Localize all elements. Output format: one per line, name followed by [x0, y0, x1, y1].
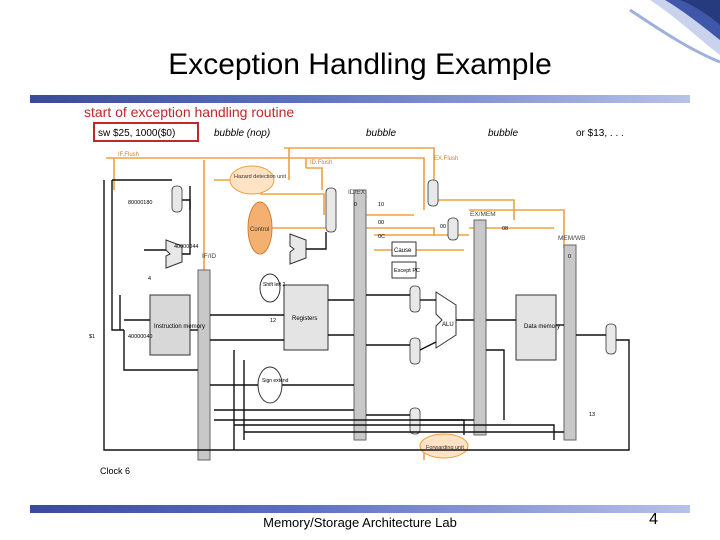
label-if-id: IF/ID — [202, 253, 216, 260]
alu — [436, 292, 456, 348]
value-four: 4 — [148, 276, 151, 282]
hazard-unit-label: Hazard detection unit — [234, 174, 286, 180]
shift-left-label: Shift left 2 — [263, 282, 285, 288]
label-id-flush: ID.Flush — [310, 160, 332, 166]
registers-label: Registers — [292, 316, 317, 322]
instr-memory-label: Instruction memory — [154, 324, 205, 330]
value-0c: 0C — [378, 234, 385, 240]
mux-reg-dst — [410, 408, 420, 434]
hazard-detection-unit — [230, 166, 274, 194]
mux-alu-a — [410, 286, 420, 312]
id-ex-register — [354, 190, 366, 440]
value-thirteen: 13 — [589, 412, 595, 418]
page-number: 4 — [649, 511, 658, 529]
value-00a: 00 — [378, 220, 384, 226]
slide-title: Exception Handling Example — [0, 48, 720, 82]
footer-rule — [30, 505, 690, 513]
pipeline-diagram: sw $25, 1000($0) bubble (nop) bubble bub… — [84, 120, 644, 486]
except-pc-label: Except PC — [394, 268, 420, 274]
value-exception-address: 80000180 — [128, 200, 152, 206]
stage-instr-5: or $13, . . . — [576, 128, 624, 139]
mux-ex-flush — [448, 218, 458, 240]
stage-instr-4: bubble — [488, 128, 518, 139]
label-ex-mem: EX/MEM — [470, 211, 496, 218]
stage-instr-2: bubble (nop) — [214, 128, 270, 139]
sign-extend-label: Sign extend — [262, 378, 289, 384]
data-memory-label: Data memory — [524, 324, 560, 330]
alu-label: ALU — [442, 322, 454, 328]
value-zero: 0 — [354, 202, 357, 208]
mem-wb-register — [564, 245, 576, 440]
label-mem-wb: MEM/WB — [558, 235, 585, 242]
label-ex-flush: EX.Flush — [434, 156, 458, 162]
mux-alu-b — [410, 338, 420, 364]
value-ten: 10 — [378, 202, 384, 208]
label-if-flush: IF.Flush — [118, 152, 139, 158]
ex-mem-register — [474, 220, 486, 435]
shift-left-unit — [260, 274, 280, 302]
value-08: 08 — [502, 226, 508, 232]
if-id-register — [198, 270, 210, 460]
mux-pc — [172, 186, 182, 212]
value-pc: 40000040 — [128, 334, 152, 340]
stage-instr-1: sw $25, 1000($0) — [98, 128, 175, 139]
footer-lab-name: Memory/Storage Architecture Lab — [0, 515, 720, 530]
value-twelve: 12 — [270, 318, 276, 324]
mux-ex-control — [428, 180, 438, 206]
value-reg: $1 — [89, 334, 95, 340]
stage-instr-3: bubble — [366, 128, 396, 139]
mux-writeback — [606, 324, 616, 354]
label-id-ex: ID/EX — [348, 189, 366, 196]
mux-control — [326, 188, 336, 232]
branch-adder — [290, 234, 306, 264]
value-zero-wb: 0 — [568, 254, 571, 260]
clock-label: Clock 6 — [100, 466, 130, 476]
value-pc-plus4: 40000044 — [174, 244, 198, 250]
slide-subtitle: start of exception handling routine — [84, 104, 294, 120]
control-label: Control — [250, 227, 269, 233]
cause-label: Cause — [394, 248, 412, 254]
title-underline — [30, 95, 690, 103]
value-00b: 00 — [440, 224, 446, 230]
sign-extend-unit — [258, 367, 282, 403]
